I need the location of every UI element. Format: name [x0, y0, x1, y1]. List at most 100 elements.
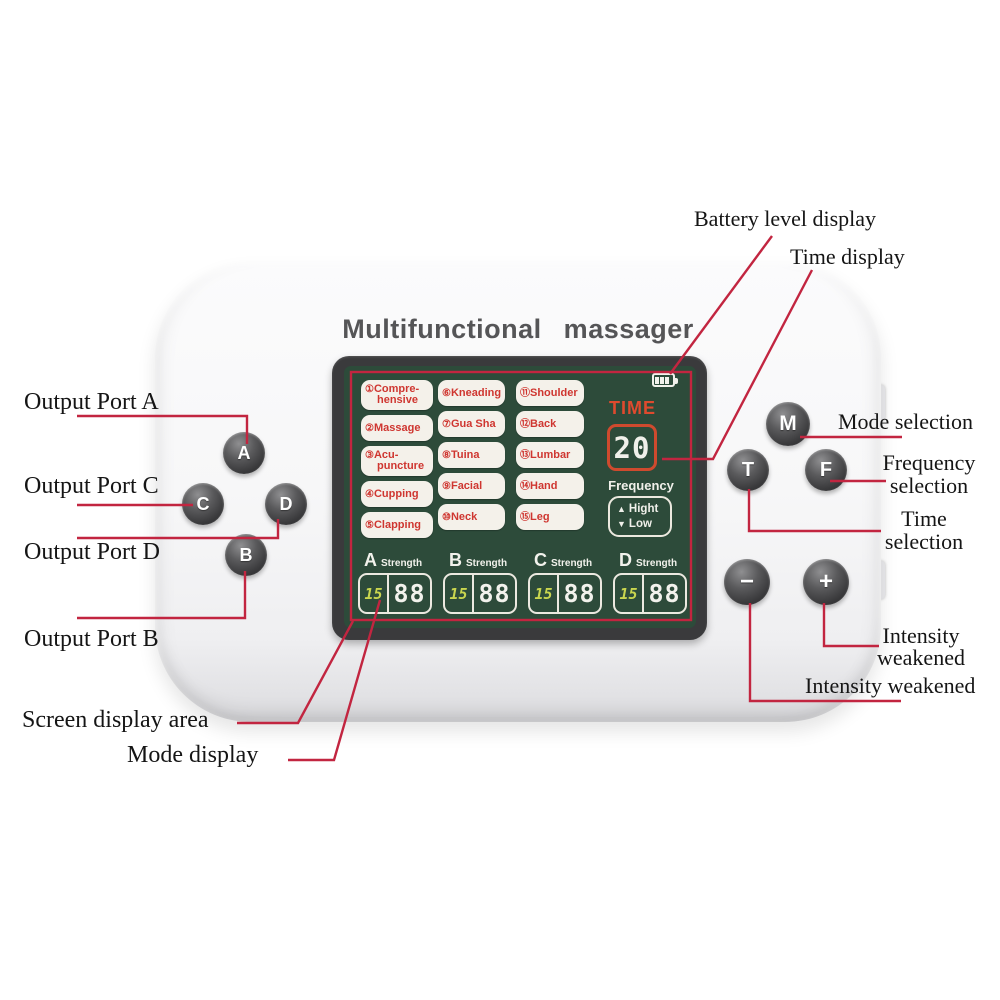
mode-item-clapping: ⑤Clapping [361, 512, 433, 538]
mode-number: ⑭ [520, 480, 530, 492]
mode-number: ④ [365, 488, 374, 500]
mode-number: ⑦ [442, 418, 451, 430]
mode-number: ① [365, 384, 374, 395]
output-port-b-label: Output Port B [24, 626, 159, 652]
mode-label: Massage [373, 421, 421, 434]
mode-number: ② [365, 422, 374, 434]
frequency-high-label: Hight [628, 502, 659, 515]
channel-header: A Strength [358, 550, 432, 572]
mode-label-line2: hensive [377, 394, 418, 406]
device-title: Multifunctional massager [342, 314, 694, 344]
mode-item-neck: ⑩Neck [438, 504, 505, 530]
frequency-selection-line1: Frequency [882, 450, 976, 475]
mode-list-column-2: ⑥Kneading ⑦Gua Sha ⑧Tuina ⑨Facial ⑩Neck [438, 380, 505, 530]
mode-label: Hand [530, 479, 558, 492]
mode-item-lumbar: ⑬Lumbar [516, 442, 584, 468]
mode-item-leg: ⑮Leg [516, 504, 584, 530]
channel-strength-value: 88 [563, 579, 596, 608]
battery-bar [655, 376, 659, 384]
frequency-selection-line2: selection [889, 473, 969, 498]
mode-list-column-3: ⑪Shoulder ⑫Back ⑬Lumbar ⑭Hand ⑮Leg [516, 380, 584, 530]
screen-display-area: ①Compre-hensive ②Massage ③Acu-puncture ④… [344, 366, 696, 628]
triangle-down-icon: ▼ [617, 518, 626, 529]
intensity-minus-label: Intensity weakened [805, 673, 976, 698]
mode-label: Leg [530, 510, 550, 523]
channel-strength-value: 88 [393, 579, 426, 608]
channel-letter: A [364, 550, 377, 570]
time-selection-line2: selection [884, 529, 964, 554]
battery-level-display-label: Battery level display [694, 206, 877, 231]
channel-letter: D [619, 550, 632, 570]
mode-number: ⑩ [442, 511, 451, 523]
mode-item-massage: ②Massage [361, 415, 433, 441]
mode-label: Gua Sha [450, 417, 496, 430]
intensity-plus-line2: weakened [877, 645, 965, 670]
mode-item-back: ⑫Back [516, 411, 584, 437]
mode-item-facial: ⑨Facial [438, 473, 505, 499]
channel-strength-label: Strength [381, 558, 423, 569]
mode-label: Lumbar [530, 448, 571, 461]
output-port-a-button[interactable]: A [223, 432, 265, 474]
channel-strength-label: Strength [466, 558, 508, 569]
output-port-a-label: Output Port A [24, 389, 159, 415]
mode-number: ③ [365, 450, 374, 461]
mode-list-column-1: ①Compre-hensive ②Massage ③Acu-puncture ④… [361, 380, 433, 538]
output-port-d-label: Output Port D [24, 539, 161, 565]
mode-label: Cupping [373, 487, 419, 500]
mode-number: ⑤ [365, 519, 374, 531]
mode-label: Tuina [450, 448, 480, 461]
mode-item-comprehensive: ①Compre-hensive [361, 380, 433, 410]
time-selection-button[interactable]: T [727, 449, 769, 491]
mode-item-shoulder: ⑪Shoulder [516, 380, 584, 406]
output-port-d-button[interactable]: D [265, 483, 307, 525]
frequency-indicator: ▲Hight ▼Low [608, 496, 672, 537]
channel-letter: C [534, 550, 547, 570]
frequency-selection-button[interactable]: F [805, 449, 847, 491]
output-port-c-label: Output Port C [24, 473, 159, 499]
time-display-label: Time display [790, 244, 905, 269]
battery-bar [665, 376, 669, 384]
mode-number: ⑨ [442, 480, 451, 492]
output-port-b-button[interactable]: B [225, 534, 267, 576]
mode-item-tuina: ⑧Tuina [438, 442, 505, 468]
frequency-low-row: ▼Low [617, 518, 670, 531]
mode-label: Clapping [373, 518, 422, 531]
time-display: 20 [607, 424, 657, 471]
battery-nub [675, 378, 678, 384]
time-selection-label: Time selection [874, 507, 974, 553]
frequency-high-row: ▲Hight [617, 503, 670, 516]
mode-item-cupping: ④Cupping [361, 481, 433, 507]
output-port-c-button[interactable]: C [182, 483, 224, 525]
time-label: TIME [609, 398, 656, 418]
mode-number: ⑧ [442, 449, 451, 461]
intensity-plus-line1: Intensity [882, 623, 960, 648]
mode-label: Facial [450, 479, 483, 492]
frequency-selection-label: Frequency selection [879, 451, 979, 497]
time-value: 20 [613, 430, 651, 465]
battery-bar [660, 376, 664, 384]
mode-display-label: Mode display [127, 742, 259, 768]
intensity-plus-label: Intensity weakened [871, 625, 971, 669]
intensity-plus-button[interactable]: + [803, 559, 849, 605]
mode-number: ⑫ [520, 418, 530, 430]
mode-label-line2: puncture [377, 460, 425, 472]
mode-selection-label: Mode selection [838, 409, 974, 434]
channel-letter: B [449, 550, 462, 570]
mode-selection-button[interactable]: M [766, 402, 810, 446]
channel-mode-value: 15 [360, 575, 389, 612]
channel-mode-value: 15 [445, 575, 474, 612]
mode-label: Shoulder [530, 386, 578, 399]
mode-label: Kneading [450, 386, 502, 399]
channel-strength-value: 88 [648, 579, 681, 608]
intensity-minus-button[interactable]: − [724, 559, 770, 605]
mode-item-acupuncture: ③Acu-puncture [361, 446, 433, 476]
